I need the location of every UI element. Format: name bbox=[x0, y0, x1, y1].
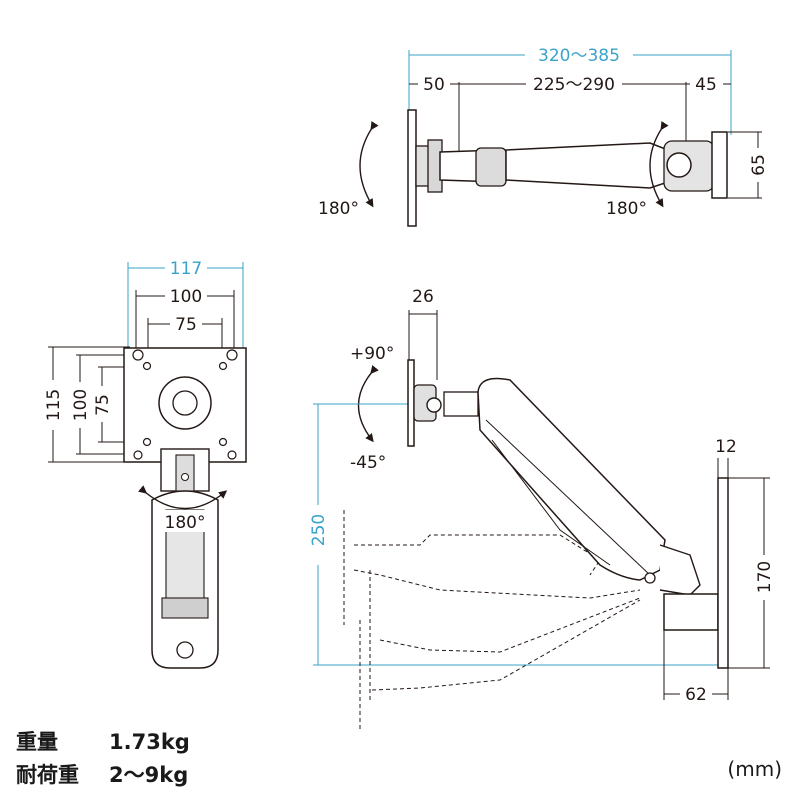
rotation-right-label: 180° bbox=[606, 199, 647, 219]
front-view: 117 100 75 115 100 75 bbox=[44, 259, 247, 669]
spec-weight: 重量 1.73kg bbox=[16, 726, 190, 756]
spec-load: 耐荷重 2～9kg bbox=[16, 759, 188, 789]
plate-thickness-label: 12 bbox=[715, 437, 737, 457]
top-view: 320～385 50 225～290 45 65 180° 180° bbox=[318, 46, 769, 227]
load-value: 2～9kg bbox=[109, 763, 189, 787]
unit-label: (mm) bbox=[727, 757, 782, 781]
plate-width-label: 117 bbox=[170, 259, 202, 279]
weight-label: 重量 bbox=[16, 730, 58, 754]
vesa-large-v-label: 100 bbox=[71, 389, 91, 421]
plate-height-label: 115 bbox=[44, 389, 64, 421]
weight-value: 1.73kg bbox=[109, 730, 190, 754]
head-depth-label: 26 bbox=[412, 287, 434, 307]
vesa-large-label: 100 bbox=[170, 287, 202, 307]
mount-offset-label: 50 bbox=[423, 75, 445, 95]
wall-offset-label: 45 bbox=[695, 75, 717, 95]
base-depth-label: 62 bbox=[685, 685, 707, 705]
vesa-small-v-label: 75 bbox=[93, 394, 113, 416]
base-height-label: 65 bbox=[749, 154, 769, 176]
overall-width-label: 320～385 bbox=[538, 46, 620, 66]
rotation-left-label: 180° bbox=[318, 199, 359, 219]
tilt-up-label: +90° bbox=[350, 344, 394, 364]
load-label: 耐荷重 bbox=[16, 763, 79, 787]
front-rotation-label: 180° bbox=[165, 513, 206, 533]
tilt-down-label: -45° bbox=[350, 453, 386, 473]
arm-length-label: 225～290 bbox=[533, 75, 615, 95]
vesa-small-label: 75 bbox=[175, 315, 197, 335]
arm-side bbox=[477, 377, 666, 581]
side-view: 26 +90° -45° 250 bbox=[309, 287, 775, 730]
height-range-label: 250 bbox=[309, 514, 329, 546]
plate-height-side-label: 170 bbox=[755, 561, 775, 593]
